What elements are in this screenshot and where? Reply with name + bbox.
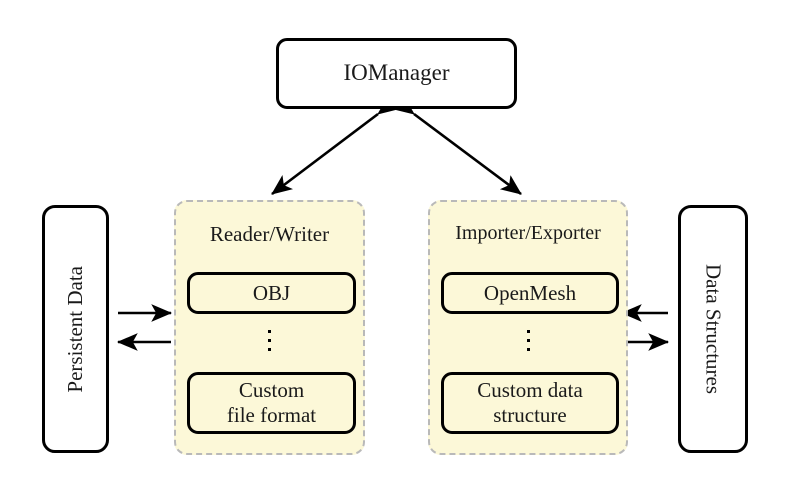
node-custom-data-structure[interactable]: Custom data structure [441, 372, 619, 434]
node-obj-label: OBJ [252, 280, 291, 305]
node-iomanager-label: IOManager [343, 60, 450, 86]
node-openmesh[interactable]: OpenMesh [441, 272, 619, 314]
vertical-ellipsis-icon [176, 330, 363, 351]
node-obj[interactable]: OBJ [187, 272, 356, 314]
group-reader-writer-title: Reader/Writer [209, 222, 330, 246]
node-persistent-data[interactable]: Persistent Data [42, 205, 109, 453]
node-data-structures-label: Data Structures [701, 263, 726, 395]
node-custom-file-format-line2: file format [226, 403, 317, 427]
group-importer-exporter-title: Importer/Exporter [455, 222, 601, 244]
connector-iomanager-importerexporter [392, 95, 522, 196]
node-custom-file-format-label: Custom file format [227, 378, 316, 428]
node-data-structures[interactable]: Data Structures [678, 205, 748, 453]
group-reader-writer[interactable]: Reader/Writer OBJ Custom file format [174, 200, 365, 455]
node-custom-file-format-line1: Custom [238, 378, 305, 403]
node-openmesh-label: OpenMesh [483, 280, 577, 305]
node-persistent-data-label: Persistent Data [63, 265, 87, 393]
node-custom-file-format[interactable]: Custom file format [187, 372, 356, 434]
vertical-ellipsis-icon [430, 330, 626, 351]
node-iomanager[interactable]: IOManager [276, 38, 517, 109]
connector-iomanager-readerwriter [271, 95, 400, 196]
node-custom-data-structure-label: Custom data structure [477, 378, 583, 428]
group-importer-exporter[interactable]: Importer/Exporter OpenMesh Custom data s… [428, 200, 628, 455]
node-custom-data-structure-line1: Custom data [477, 378, 583, 403]
node-custom-data-structure-line2: structure [493, 403, 567, 427]
